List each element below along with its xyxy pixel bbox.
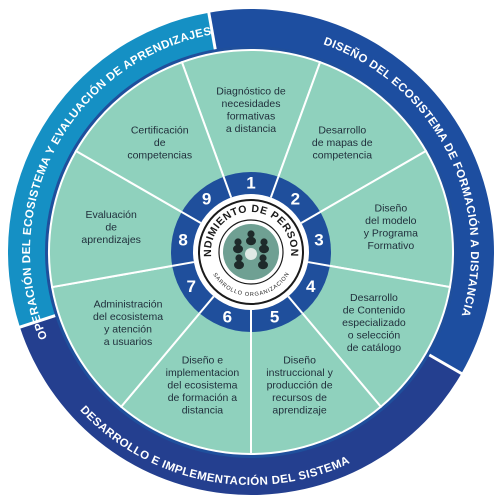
person-head xyxy=(234,238,242,246)
number-divider xyxy=(269,176,280,198)
step-number-1: 1 xyxy=(246,174,255,193)
band-divider xyxy=(18,313,57,329)
step-number-4: 4 xyxy=(306,277,316,296)
step-number-9: 9 xyxy=(202,190,211,209)
person-body xyxy=(246,236,256,246)
person-body xyxy=(234,260,244,270)
person-head xyxy=(235,254,243,262)
step-number-8: 8 xyxy=(178,231,187,250)
number-divider xyxy=(287,295,304,314)
number-divider xyxy=(172,261,195,267)
people-circle-icon xyxy=(223,224,279,280)
band-development xyxy=(19,315,462,496)
step-number-7: 7 xyxy=(187,277,196,296)
number-divider xyxy=(198,295,215,314)
band-divider xyxy=(207,11,217,51)
person-head xyxy=(259,254,267,262)
logo-center xyxy=(245,248,257,260)
band-design xyxy=(208,8,495,374)
band-divider xyxy=(427,353,464,376)
person-head xyxy=(260,238,268,246)
person-body xyxy=(233,244,243,254)
number-divider xyxy=(222,176,233,198)
step-number-2: 2 xyxy=(291,190,300,209)
badge-border xyxy=(198,199,304,305)
band-operation xyxy=(7,12,216,328)
number-divider xyxy=(300,211,321,224)
number-divider xyxy=(307,261,330,267)
person-body xyxy=(259,244,269,254)
person-body xyxy=(258,260,268,270)
step-number-6: 6 xyxy=(223,307,232,326)
person-head xyxy=(247,230,255,238)
badge-inner-border xyxy=(218,219,284,285)
step-number-5: 5 xyxy=(270,307,279,326)
number-divider xyxy=(181,211,202,224)
step-number-3: 3 xyxy=(314,231,323,250)
